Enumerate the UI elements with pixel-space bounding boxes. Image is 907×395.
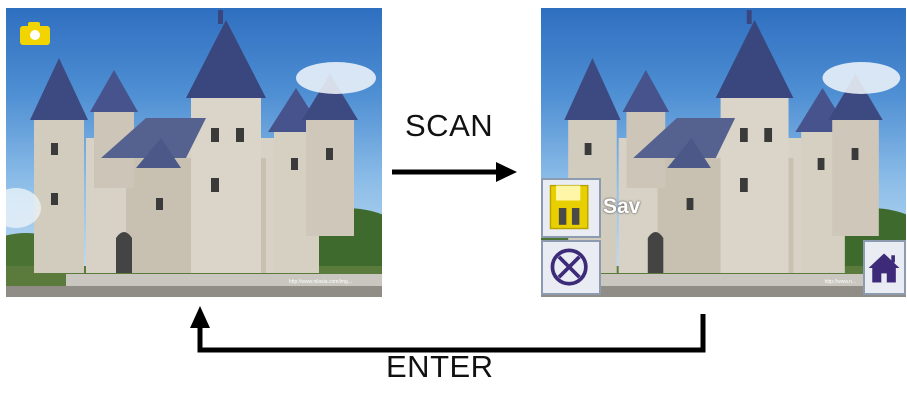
castle-photo bbox=[6, 10, 382, 297]
watermark-text: http://www.nilasia.com/img... bbox=[288, 279, 352, 285]
review-screen: Sav http://www.n... bbox=[541, 8, 906, 297]
scan-label: SCAN bbox=[405, 108, 494, 143]
camera-icon bbox=[20, 22, 50, 45]
enter-label: ENTER bbox=[386, 349, 494, 384]
cancel-button[interactable] bbox=[541, 240, 601, 295]
watermark-text: http://www.n... bbox=[824, 279, 856, 285]
home-button[interactable] bbox=[863, 240, 906, 295]
cancel-circle-icon bbox=[550, 248, 588, 286]
enter-return-arrow bbox=[190, 306, 706, 353]
preview-screen: http://www.nilasia.com/img... bbox=[6, 8, 382, 297]
scan-arrow bbox=[392, 162, 517, 182]
save-button[interactable] bbox=[541, 178, 601, 238]
save-label: Sav bbox=[603, 195, 641, 218]
floppy-disk-icon bbox=[549, 184, 589, 230]
home-icon bbox=[868, 253, 900, 283]
